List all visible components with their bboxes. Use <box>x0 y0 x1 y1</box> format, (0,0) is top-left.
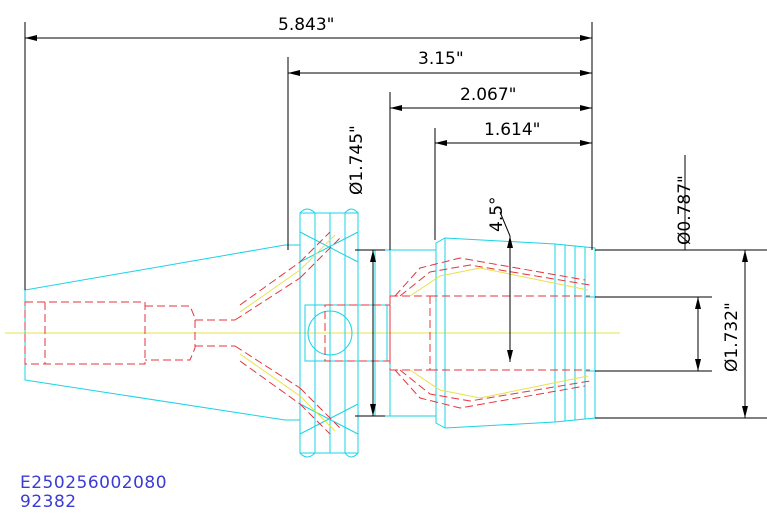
retention-ball <box>307 310 353 356</box>
part-number: E250256002080 <box>20 473 168 493</box>
catalog-number: 92382 <box>20 492 77 512</box>
dim-flange-diameter: Ø1.745" <box>347 125 367 195</box>
dim-overall-length: 5.843" <box>278 15 335 35</box>
hidden-lines <box>24 231 591 435</box>
dim-nut-length: 2.067" <box>460 85 517 105</box>
dim-taper-length: 1.614" <box>484 120 541 140</box>
dim-flange-to-end: 3.15" <box>418 49 464 69</box>
dimension-lines <box>24 22 767 419</box>
outline-geometry <box>24 208 596 458</box>
dim-taper-angle: 4.5° <box>487 196 507 232</box>
dim-bore-diameter: Ø0.787" <box>675 175 695 245</box>
dim-nut-diameter: Ø1.732" <box>722 302 742 372</box>
section-lines <box>239 234 589 432</box>
